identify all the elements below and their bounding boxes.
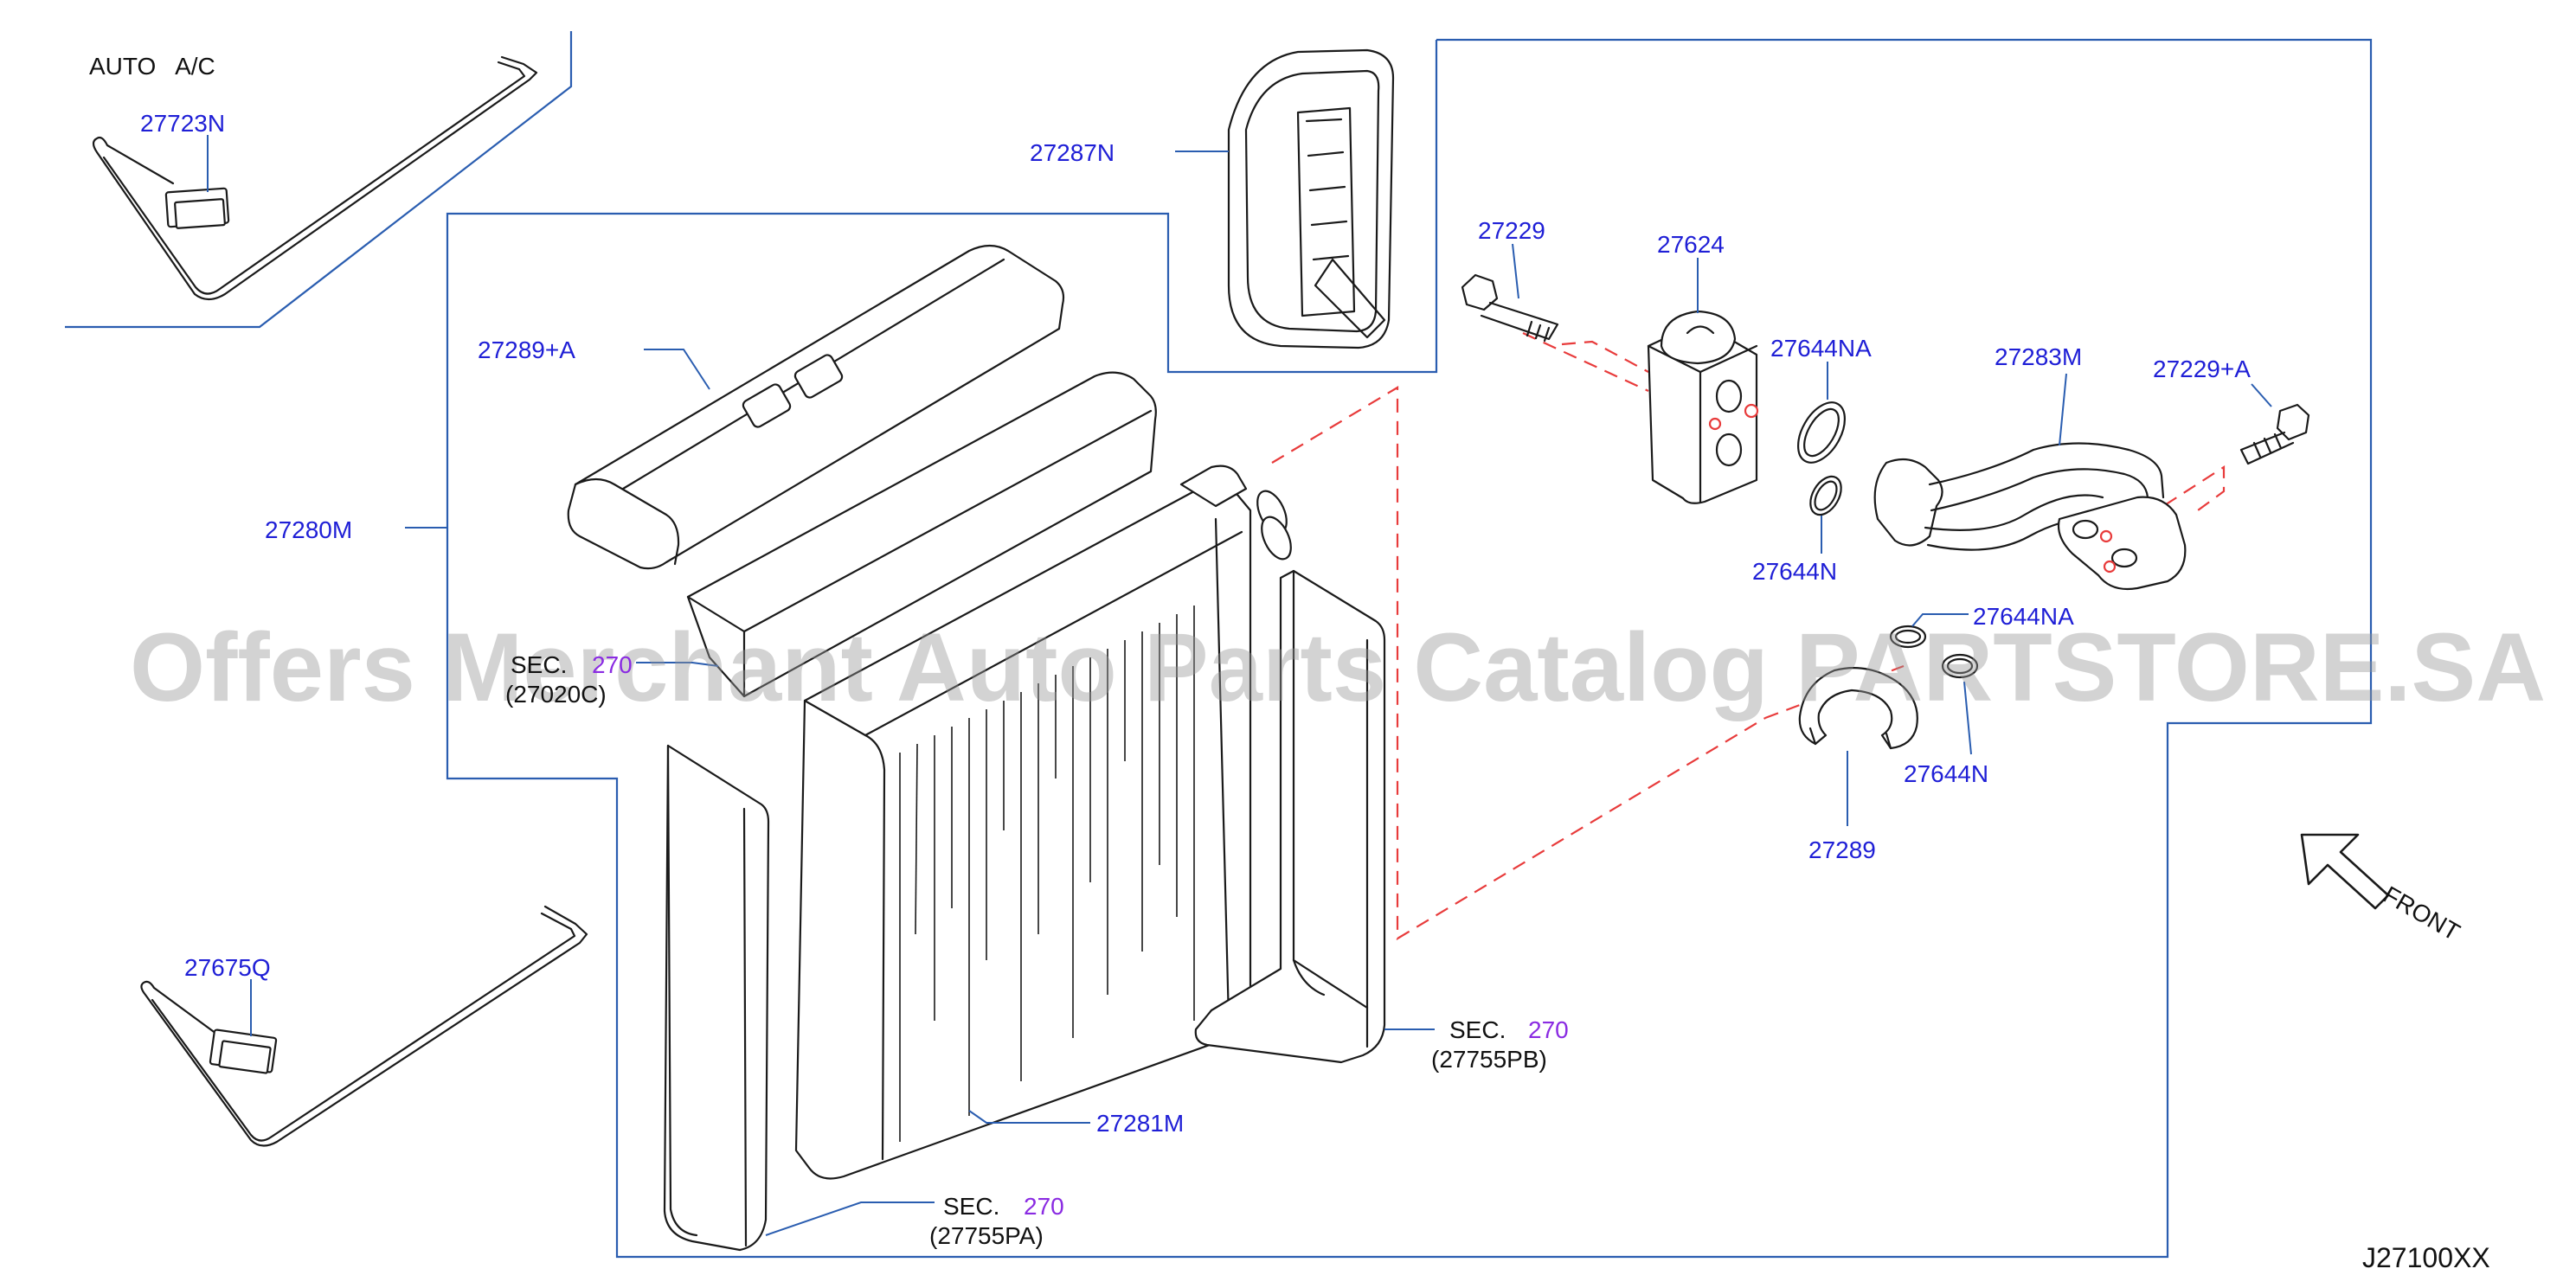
sec-ref-bottom[interactable]: SEC. 270 (27755PA) [929,1193,1064,1249]
leader-27283M [2059,373,2067,446]
leader-27289A [644,349,710,390]
leader-27229 [1512,243,1519,299]
dash-bolt-right [2145,465,2226,518]
dash-evaporator [1271,386,1766,940]
main-frame [446,38,2373,1259]
part-label-27289A[interactable]: 27289+A [478,336,575,363]
part-label-27644NA-2[interactable]: 27644NA [1973,603,2074,630]
leader-sec-upper [636,662,719,667]
sec-number[interactable]: 270 [1528,1016,1569,1043]
sec-prefix: SEC. [943,1193,999,1220]
leader-27229A [2251,383,2272,407]
part-label-27280M[interactable]: 27280M [265,516,352,543]
sec-ref-upper[interactable]: SEC. 270 (27020C) [505,651,633,708]
part-label-27229[interactable]: 27229 [1478,217,1545,244]
part-label-27281M[interactable]: 27281M [1096,1110,1184,1137]
sec-ref-right[interactable]: SEC. 270 (27755PB) [1431,1016,1569,1073]
front-label: FRONT [2379,881,2464,945]
part-label-27723N[interactable]: 27723N [140,110,225,137]
part-label-27229A[interactable]: 27229+A [2153,356,2251,382]
leader-27281M [968,1110,1090,1124]
variant-label: AUTO A/C [89,53,215,80]
side-foam-27755PB [1194,569,1386,1064]
evaporator-fins [899,606,1195,1142]
sec-part: (27755PA) [929,1222,1044,1249]
sec-part: (27020C) [505,681,607,708]
sensor-27675Q [140,905,588,1147]
clip-27289 [1798,667,1918,750]
leader-27644NA-2 [1911,613,1969,627]
insulator-27289A [567,244,1065,570]
side-foam-27755PA [663,744,770,1252]
part-label-27644N-2[interactable]: 27644N [1904,760,1988,787]
part-label-27644NA-1[interactable]: 27644NA [1770,335,1872,362]
leader-lines [207,135,2272,1236]
bolt-27229A [2239,403,2310,465]
dash-bolt-left [1522,332,1649,392]
foam-strip [686,371,1157,698]
front-arrow-icon [2300,833,2390,910]
diagram-code: J27100XX [2362,1242,2490,1273]
sec-part: (27755PB) [1431,1046,1547,1073]
boundary-frames [65,31,2373,1259]
o-rings [1796,401,1979,679]
part-label-27624[interactable]: 27624 [1657,231,1725,258]
seal-27287N [1227,48,1395,349]
sec-number[interactable]: 270 [592,651,633,678]
sensor-27723N [92,55,538,301]
pipe-27283M [1873,442,2187,591]
part-label-27675Q[interactable]: 27675Q [184,954,271,981]
leader-sec-bottom [765,1201,935,1236]
leader-27644N-2 [1963,681,1972,755]
part-label-27287N[interactable]: 27287N [1030,139,1115,166]
part-label-27283M[interactable]: 27283M [1995,343,2082,370]
sec-prefix: SEC. [1449,1016,1506,1043]
dash-bolt-left-b [1561,340,1649,373]
evaporator-27281M [794,465,1292,1180]
sec-prefix: SEC. [511,651,567,678]
bolt-27229 [1461,273,1559,343]
sensor-frame-top [65,31,573,329]
expansion-valve-27624 [1647,310,1759,504]
part-label-27644N-1[interactable]: 27644N [1752,558,1837,585]
watermark: Offers Merchant Auto Parts Catalog PARTS… [130,613,2546,721]
part-label-27289[interactable]: 27289 [1808,836,1876,863]
sec-number[interactable]: 270 [1024,1193,1064,1220]
